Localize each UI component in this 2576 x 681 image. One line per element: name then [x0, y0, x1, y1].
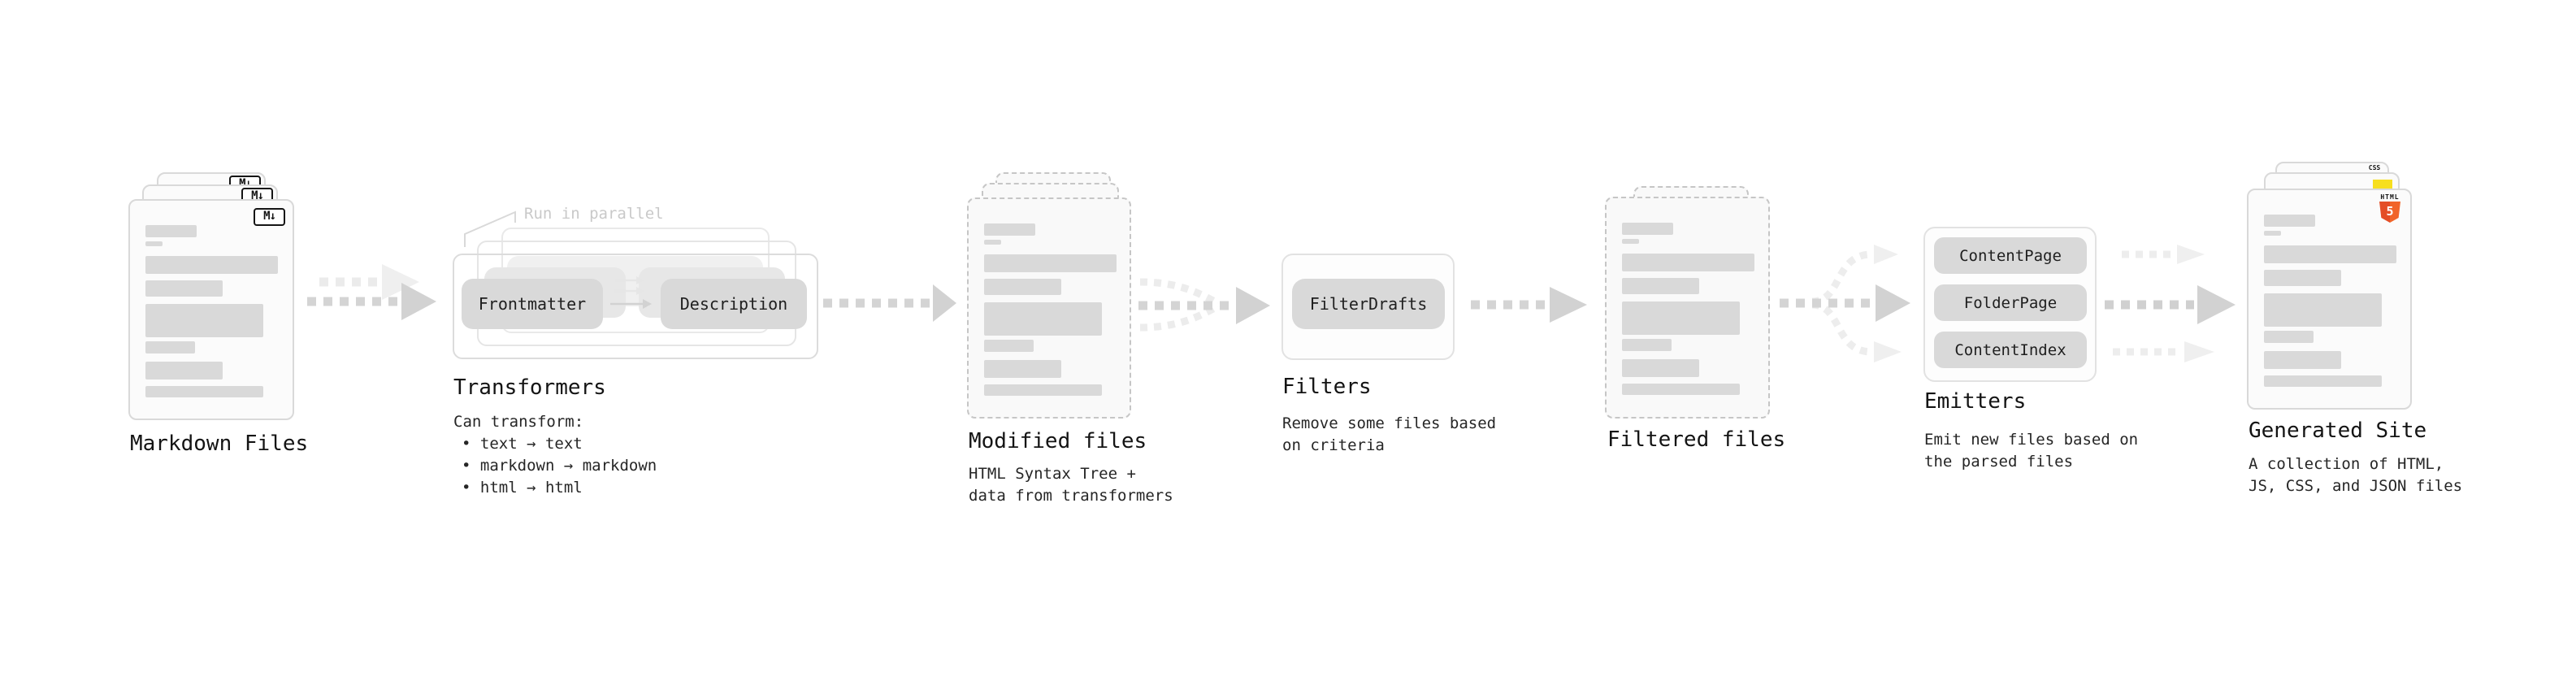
arrow-filters-to-filtered [1471, 287, 1587, 323]
text-line-bar [145, 280, 223, 297]
text-line-bar [1622, 384, 1740, 395]
arrow-frontmatter-to-description [610, 276, 652, 309]
text-line-bar [2264, 215, 2315, 227]
contentpage-emitter: ContentPage [1934, 237, 2087, 274]
text-line-bar [1622, 223, 1673, 235]
filtered-files-label: Filtered files [1607, 427, 1786, 452]
emitters-heading: Emitters [1924, 389, 2027, 414]
html5-icon-label: HTML [2380, 193, 2400, 201]
text-line-bar [145, 362, 223, 380]
text-line-bar [145, 225, 197, 237]
text-line-bar [145, 256, 278, 274]
text-line-bar [2264, 331, 2314, 343]
description-step: Description [661, 279, 807, 329]
text-line-bar [1622, 278, 1699, 294]
arrow-emitters-to-site [2105, 245, 2236, 362]
annotation-leader-line [464, 210, 516, 247]
text-line-bar [984, 240, 1001, 245]
markdown-icon: M↓ [254, 208, 285, 226]
filters-subtitle: Remove some files based on criteria [1282, 414, 1497, 454]
text-line-bar [2264, 351, 2341, 369]
text-line-bar [145, 304, 263, 337]
markdown-file-card-front: M↓ [128, 199, 294, 420]
transformer-instance-box-front [453, 254, 818, 359]
text-line-bar [984, 360, 1061, 378]
text-line-bar [984, 223, 1035, 236]
text-line-bar [145, 241, 163, 246]
text-line-bar [1622, 339, 1672, 351]
generated-site-label: Generated Site [2249, 419, 2427, 443]
text-line-bar [984, 302, 1102, 336]
generated-html-file-card: HTML 5 [2247, 189, 2412, 410]
list-item: • text → text [462, 435, 583, 453]
text-line-bar [1622, 301, 1740, 335]
arrow-modified-to-filters-merge [1138, 278, 1270, 332]
text-line-bar [2264, 375, 2382, 387]
text-line-bar [2264, 270, 2341, 286]
text-line-bar [1622, 254, 1754, 271]
transformers-capability-list: • text → text • markdown → markdown • ht… [462, 433, 657, 499]
folderpage-emitter: FolderPage [1934, 284, 2087, 321]
list-item: • html → html [462, 479, 583, 497]
list-item: • markdown → markdown [462, 457, 657, 475]
generated-site-subtitle: A collection of HTML, JS, CSS, and JSON … [2249, 455, 2463, 495]
arrow-transformers-to-modified [823, 284, 956, 322]
modified-file-card-front [967, 197, 1131, 419]
text-line-bar [984, 254, 1117, 272]
transformers-subtitle: Can transform: [453, 413, 584, 431]
text-line-bar [2264, 245, 2396, 263]
filterdrafts-step: FilterDrafts [1292, 279, 1445, 329]
html5-icon-shield: 5 [2379, 202, 2400, 223]
transformers-heading: Transformers [453, 375, 606, 400]
text-line-bar [984, 384, 1102, 396]
frontmatter-step: Frontmatter [462, 279, 603, 329]
text-line-bar [2264, 293, 2382, 327]
text-line-bar [1622, 239, 1639, 244]
text-line-bar [984, 340, 1034, 352]
text-line-bar [2264, 231, 2281, 236]
text-line-bar [984, 279, 1061, 295]
arrow-markdown-to-transformers [307, 264, 436, 320]
run-in-parallel-annotation: Run in parallel [524, 205, 664, 223]
markdown-files-label: Markdown Files [130, 432, 309, 456]
modified-files-subtitle: HTML Syntax Tree + data from transformer… [969, 465, 1173, 505]
text-line-bar [1622, 359, 1699, 377]
text-line-bar [145, 341, 195, 354]
text-line-bar [145, 386, 263, 397]
contentindex-emitter: ContentIndex [1934, 332, 2087, 368]
filters-heading: Filters [1282, 375, 1372, 399]
css-icon-label: CSS [2368, 164, 2381, 171]
html5-icon: HTML 5 [2379, 193, 2400, 223]
arrow-filtered-to-emitters-diverge [1780, 245, 1910, 362]
filtered-file-card-front [1605, 197, 1770, 419]
modified-files-label: Modified files [969, 429, 1147, 453]
emitters-subtitle: Emit new files based on the parsed files [1924, 431, 2139, 471]
